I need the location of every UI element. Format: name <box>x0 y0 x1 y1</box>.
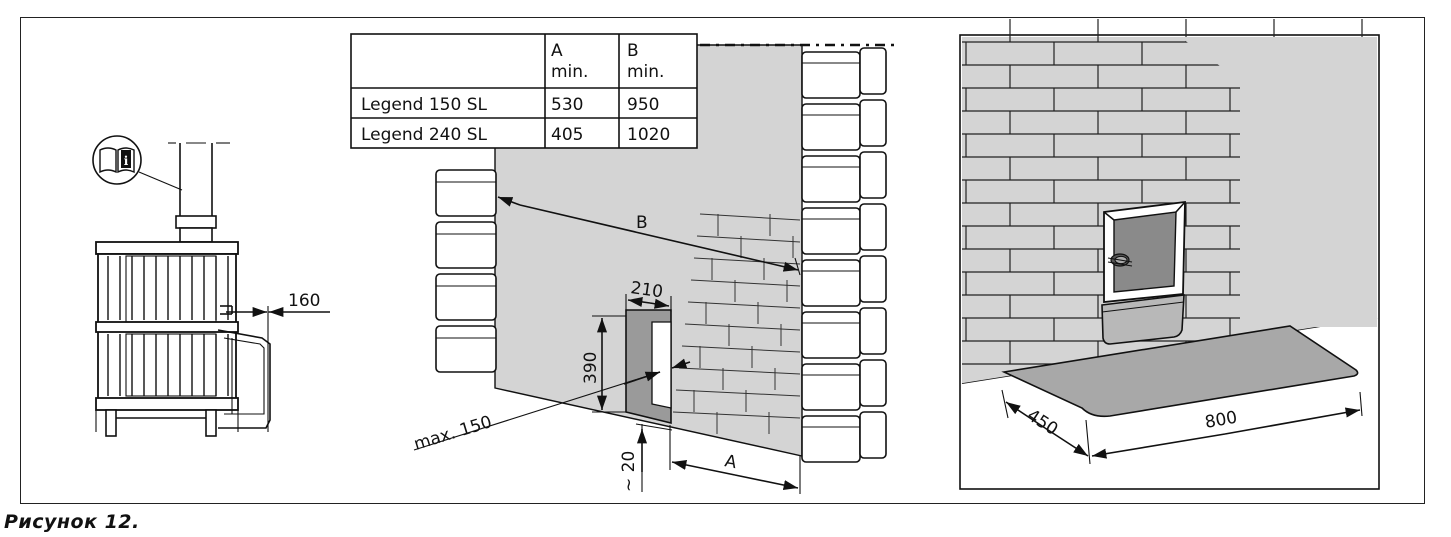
table-header-a-sub: min. <box>551 62 588 82</box>
table-header-a: A <box>551 41 563 61</box>
table-row-b: 1020 <box>627 125 670 145</box>
dimension-210: 210 <box>629 278 664 302</box>
table-row-model: Legend 150 SL <box>361 95 487 115</box>
svg-text:i: i <box>124 154 129 168</box>
wall-elevation-view: B 210 390 max. 150 ~ 20 A <box>412 43 900 494</box>
dimension-160: 160 <box>288 291 320 311</box>
table-header-b-sub: min. <box>627 62 664 82</box>
manual-info-icon: i <box>92 135 183 191</box>
table-row-b: 950 <box>627 95 659 115</box>
dimension-max-150: max. 150 <box>412 412 495 455</box>
table-row-a: 405 <box>551 125 583 145</box>
dimension-20: ~ 20 <box>619 451 639 492</box>
floor-protection-view: 450 800 <box>959 19 1380 490</box>
clearance-table: A min. B min. Legend 150 SL 530 950 Lege… <box>350 33 698 149</box>
figure-frame <box>20 17 1425 504</box>
table-row-model: Legend 240 SL <box>361 125 487 145</box>
table-row-a: 530 <box>551 95 583 115</box>
heater-side-view: 160 <box>95 142 330 437</box>
table-header-b: B <box>627 41 639 61</box>
dimension-390: 390 <box>581 352 601 384</box>
dimension-b: B <box>636 213 648 233</box>
figure-caption: Рисунок 12. <box>4 511 140 533</box>
dimension-a: A <box>723 451 739 473</box>
